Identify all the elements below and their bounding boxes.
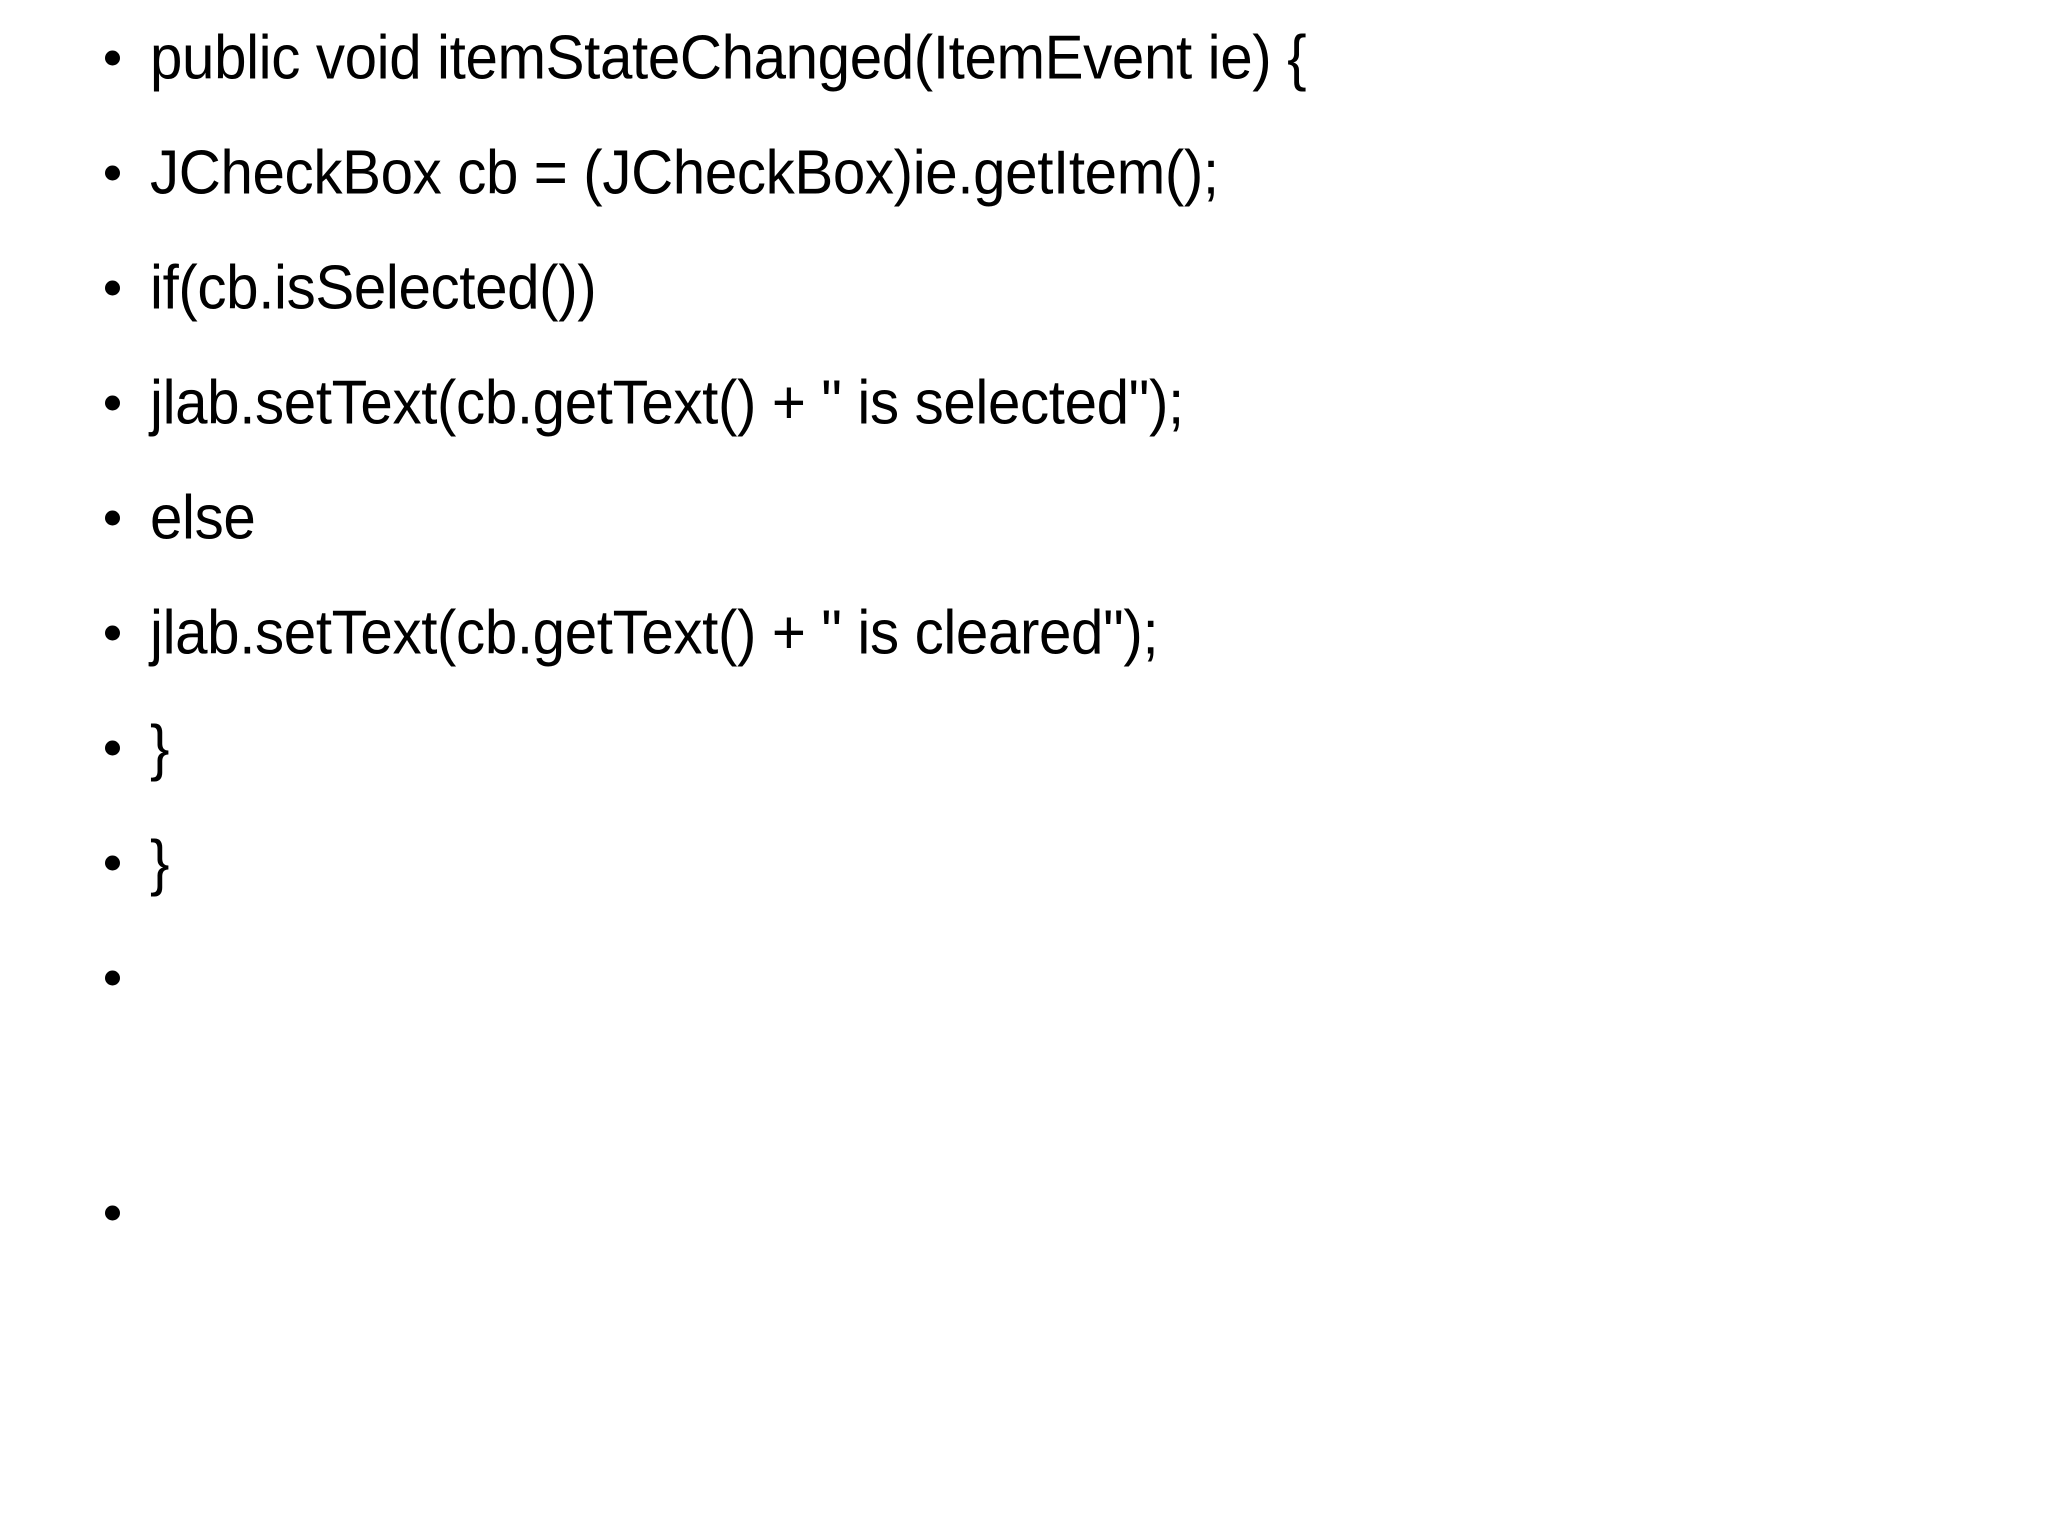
bullet-point-icon [105,855,120,870]
list-item-empty[interactable] [0,1155,2048,1270]
bullet-point-icon [105,510,120,525]
trailing-bullet-group [0,1155,2048,1270]
list-item[interactable]: else [0,460,2048,575]
bullet-point-icon [105,625,120,640]
bullet-point-icon [105,395,120,410]
list-item[interactable]: } [0,690,2048,805]
bullet-point-icon [105,970,120,985]
list-item-empty[interactable] [0,920,2048,1035]
list-item-text: jlab.setText(cb.getText() + " is selecte… [150,367,1184,437]
list-item[interactable]: jlab.setText(cb.getText() + " is cleared… [0,575,2048,690]
list-item[interactable]: jlab.setText(cb.getText() + " is selecte… [0,345,2048,460]
list-item-text: } [150,712,170,782]
bullet-list: public void itemStateChanged(ItemEvent i… [0,0,2048,1035]
bullet-point-icon [105,280,120,295]
list-item-text: if(cb.isSelected()) [150,252,597,322]
bullet-point-icon [105,50,120,65]
list-item-text: } [150,827,170,897]
bullet-point-icon [105,740,120,755]
list-item[interactable]: } [0,805,2048,920]
list-item-text: else [150,482,256,552]
bullet-point-icon [105,165,120,180]
list-item[interactable]: if(cb.isSelected()) [0,230,2048,345]
bullet-point-icon [105,1205,120,1220]
list-item-text: jlab.setText(cb.getText() + " is cleared… [150,597,1159,667]
list-item[interactable]: public void itemStateChanged(ItemEvent i… [0,0,2048,115]
list-item-text: JCheckBox cb = (JCheckBox)ie.getItem(); [150,137,1219,207]
list-item-text: public void itemStateChanged(ItemEvent i… [150,22,1307,92]
list-item[interactable]: JCheckBox cb = (JCheckBox)ie.getItem(); [0,115,2048,230]
